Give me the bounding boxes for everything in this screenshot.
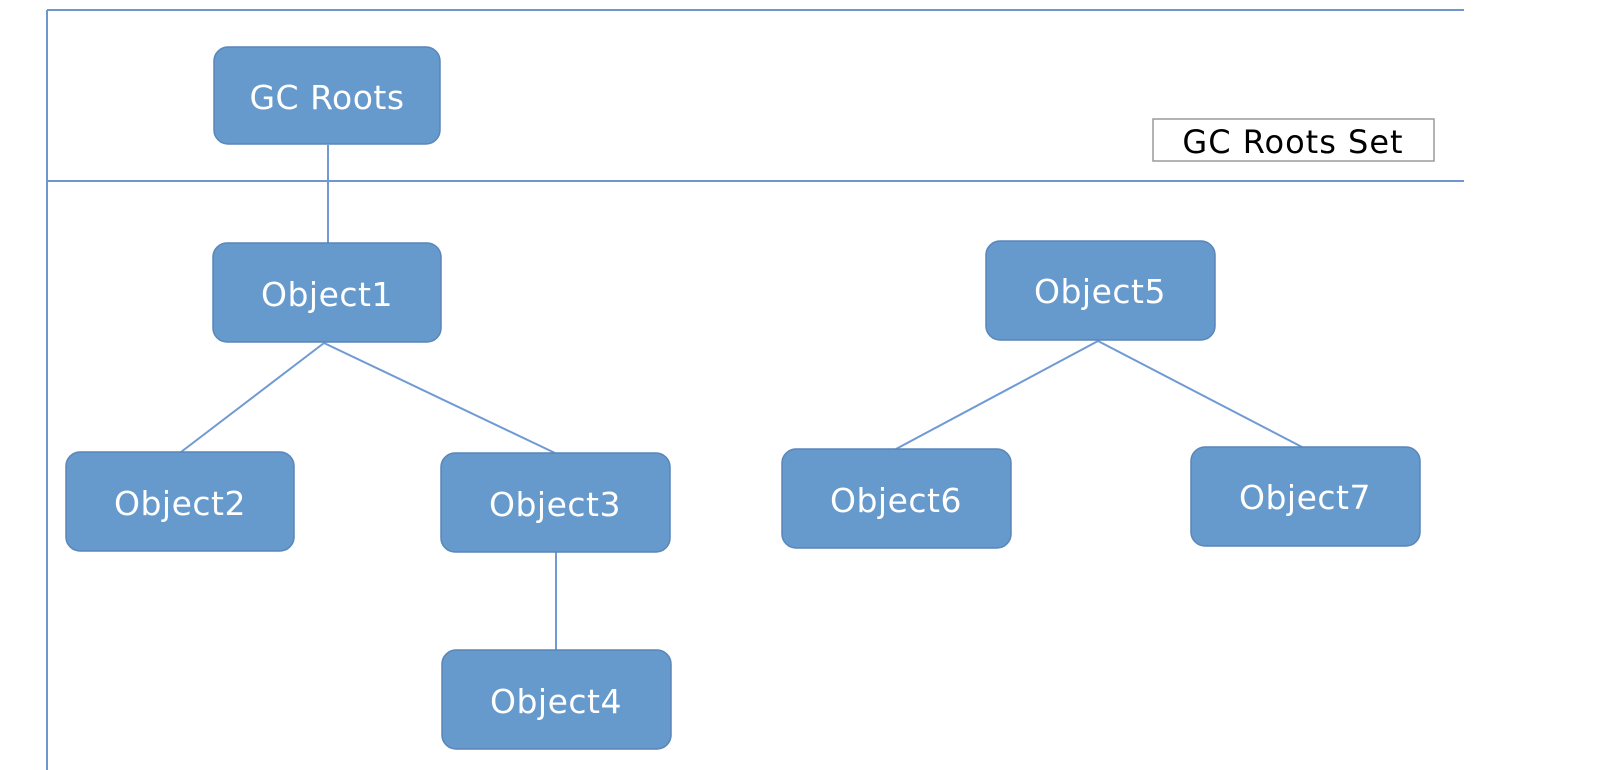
node-object6-label: Object6: [830, 481, 962, 520]
node-object5: Object5: [985, 240, 1216, 341]
node-object7: Object7: [1190, 446, 1421, 547]
node-object2-box: [65, 451, 295, 552]
legend-box: [1152, 118, 1435, 162]
node-object1-box: [212, 242, 442, 343]
node-object7-box: [1190, 446, 1421, 547]
node-object2: Object2: [65, 451, 295, 552]
node-gc-roots-label: GC Roots: [249, 78, 404, 117]
node-object4-label: Object4: [490, 682, 622, 721]
node-object5-box: [985, 240, 1216, 341]
legend-label: GC Roots Set: [1182, 123, 1403, 161]
node-object1: Object1: [212, 242, 442, 343]
node-object4-box: [441, 649, 672, 750]
node-object5-label: Object5: [1034, 272, 1166, 311]
node-object4: Object4: [441, 649, 672, 750]
node-object3-box: [440, 452, 671, 553]
node-object1-label: Object1: [261, 275, 393, 314]
node-object6: Object6: [781, 448, 1012, 549]
edge-object5-object6: [895, 340, 1099, 450]
node-object7-label: Object7: [1239, 478, 1371, 517]
node-object6-box: [781, 448, 1012, 549]
edge-object1-object2: [180, 342, 325, 453]
edge-object1-object3: [323, 342, 556, 454]
node-object2-label: Object2: [114, 484, 246, 523]
edges: [180, 145, 1303, 650]
node-gc-roots: GC Roots: [213, 46, 441, 145]
node-gc-roots-box: [213, 46, 441, 145]
node-object3-label: Object3: [489, 485, 621, 524]
legend-gc-roots-set: GC Roots Set: [1152, 118, 1435, 162]
node-object3: Object3: [440, 452, 671, 553]
edge-object5-object7: [1097, 340, 1303, 448]
